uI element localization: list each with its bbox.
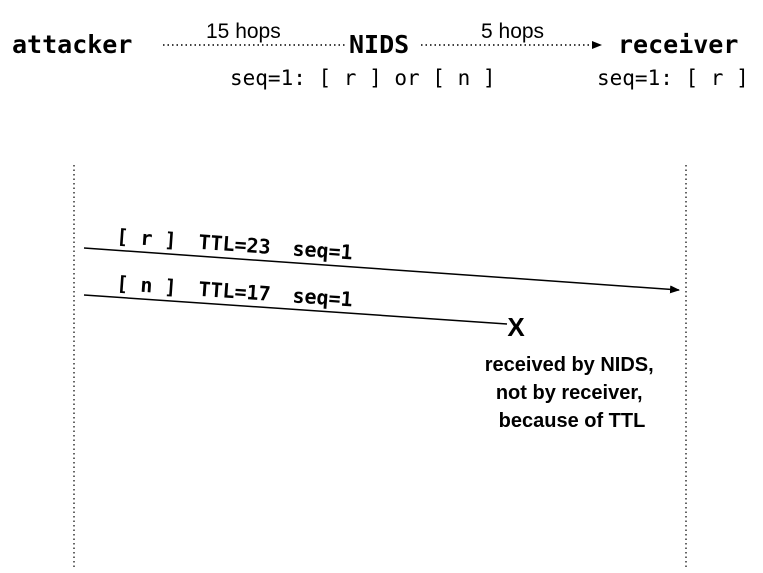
packet-n-arrow <box>83 294 508 325</box>
drop-note: received by NIDS, not by receiver, becau… <box>485 354 660 432</box>
packet-r-label: [ r ] TTL=23 seq=1 <box>116 224 354 264</box>
packet-n-seq: seq=1 <box>292 283 354 311</box>
nids-seq-state: seq=1: [ r ] or [ n ] <box>230 66 496 90</box>
packet-r-seq: seq=1 <box>292 236 354 264</box>
packet-r-arrow <box>83 247 680 294</box>
hops-nids-receiver: 5 hops <box>481 20 544 43</box>
receiver-seq-state: seq=1: [ r ] <box>597 66 749 90</box>
drop-note-line-2: not by receiver, <box>496 382 643 404</box>
packet-n-payload: [ n ] <box>116 271 178 299</box>
packet-r-payload: [ r ] <box>116 224 178 252</box>
packet-n: [ n ] TTL=17 seq=1 <box>83 271 508 325</box>
node-receiver: receiver <box>618 30 738 59</box>
node-attacker: attacker <box>12 30 132 59</box>
drop-note-line-1: received by NIDS, <box>485 354 654 376</box>
packet-r: [ r ] TTL=23 seq=1 <box>83 224 680 294</box>
hops-attacker-nids: 15 hops <box>206 20 281 43</box>
drop-note-line-3: because of TTL <box>499 410 646 432</box>
node-nids: NIDS <box>349 30 409 59</box>
packet-n-ttl: TTL=17 <box>198 277 272 306</box>
drop-mark: X <box>507 312 525 342</box>
packet-r-ttl: TTL=23 <box>198 230 272 259</box>
packet-n-label: [ n ] TTL=17 seq=1 <box>116 271 354 311</box>
